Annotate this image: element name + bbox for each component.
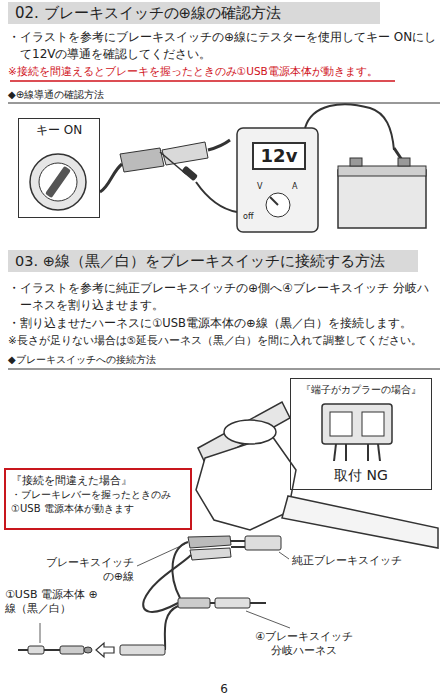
harness-connector [215,598,250,608]
detail-box: 『端子がカプラーの場合』取付 NG [290,378,432,490]
section-title: 03. ⊕線（黒／白）をブレーキスイッチに接続する方法 [15,251,411,271]
bullet-tip [84,647,92,653]
warning-note: ※接続を間違えるとブレーキを握ったときのみ①USB電源本体が動きます。 [8,65,440,79]
terminal-sleeve [190,548,231,560]
master-cylinder [196,436,296,530]
switch-terminal [231,540,245,542]
terminal-sleeve [162,142,208,165]
instruction-text: ・割り込ませたハーネスに①USB電源本体の⊕線（黒／白）を接続します。 [8,315,440,331]
battery-terminal [350,158,362,166]
ng-label: 取付 NG [291,467,431,485]
lead-sleeve [28,646,44,654]
battery [338,170,426,228]
frame-label: キー ON [19,122,99,139]
bullet-connector [60,646,84,654]
key-cylinder-face [39,163,77,201]
terminal-sleeve [188,536,231,548]
key-blade [45,166,71,198]
probe-lead [305,104,394,150]
harness-wire [208,140,230,150]
key-frame: キー ON [18,118,100,218]
brake-lever [282,496,438,548]
subheading: ◆ブレーキスイッチへの接続方法 [8,353,308,366]
dial-pointer [270,197,278,205]
instruction-text: ・イラストを参考に純正ブレーキスイッチの⊕側へ④ブレーキスイッチ 分岐ハーネスを… [8,280,440,314]
warning-text: ・ブレーキレバーを握ったときのみ ①USB 電源本体が動きます [11,488,185,516]
warning-title: 『接続を間違えた場合』 [11,473,185,488]
insert-arrow [96,643,114,657]
instruction-note: ※長さが足りない場合は⑤延長ハーネス（黒／白）を間に入れて調整してください。 [8,334,440,348]
detail-title: 『端子がカプラーの場合』 [291,383,431,397]
warning-box: 『接続を間違えた場合』・ブレーキレバーを握ったときのみ ①USB 電源本体が動き… [4,468,192,530]
battery-lid [338,166,426,176]
coupler-wire [367,444,369,461]
dial-mark: A [292,182,297,191]
subheading-rule [8,103,440,104]
part-label: 純正ブレーキスイッチ [292,554,402,568]
harness-wire [250,602,266,604]
section-header: 02. ブレーキスイッチの⊕線の確認方法 [8,2,380,24]
coupler-socket [362,412,384,436]
dial-mark: V [257,182,262,191]
coupler-wire [345,444,347,461]
tester-display: 12v [252,142,306,170]
probe-lead [196,182,237,212]
harness-wire [210,602,215,604]
brake-switch [245,536,281,550]
leader-line [246,611,290,628]
section-title: 02. ブレーキスイッチの⊕線の確認方法 [15,3,373,23]
subheading-rule [8,369,440,370]
leader-line [137,544,185,566]
subheading: ◆⊕線導通の確認方法 [8,88,308,101]
part-label: ブレーキスイッチ の⊕線 [38,556,134,585]
leader-line [279,552,289,559]
probe-handle [181,166,198,182]
tester-reading: 12v [254,144,304,168]
coupler-wire [378,444,380,461]
coupler-socket [330,412,352,436]
tester-body [237,128,318,232]
coupler-wire [334,444,336,461]
section-header: 03. ⊕線（黒／白）をブレーキスイッチに接続する方法 [8,250,418,272]
coupler-body [322,404,392,444]
page-number: 6 [216,682,232,696]
key-cylinder [30,154,86,210]
battery-terminal [398,158,410,166]
red-underline [10,80,395,82]
tester-dial [266,193,290,217]
leader-line [40,623,41,643]
harness-wire [172,542,188,598]
part-label: ①USB 電源本体 ⊕線（黒／白） [5,588,101,617]
dial-mark: off [243,212,253,221]
switch-terminal [231,546,245,548]
reservoir-cap [224,420,276,444]
harness-wire [100,164,122,192]
harness-connector [120,645,165,655]
probe-needle [160,152,186,174]
terminal-sleeve [120,148,164,172]
instruction-text: ・イラストを参考にブレーキスイッチの⊕線にテスターを使用してキー ONにして12… [8,29,440,63]
harness-connector [178,598,210,608]
harness-wire [165,606,178,650]
part-label: ④ブレーキスイッチ 分岐ハーネス [248,630,360,659]
